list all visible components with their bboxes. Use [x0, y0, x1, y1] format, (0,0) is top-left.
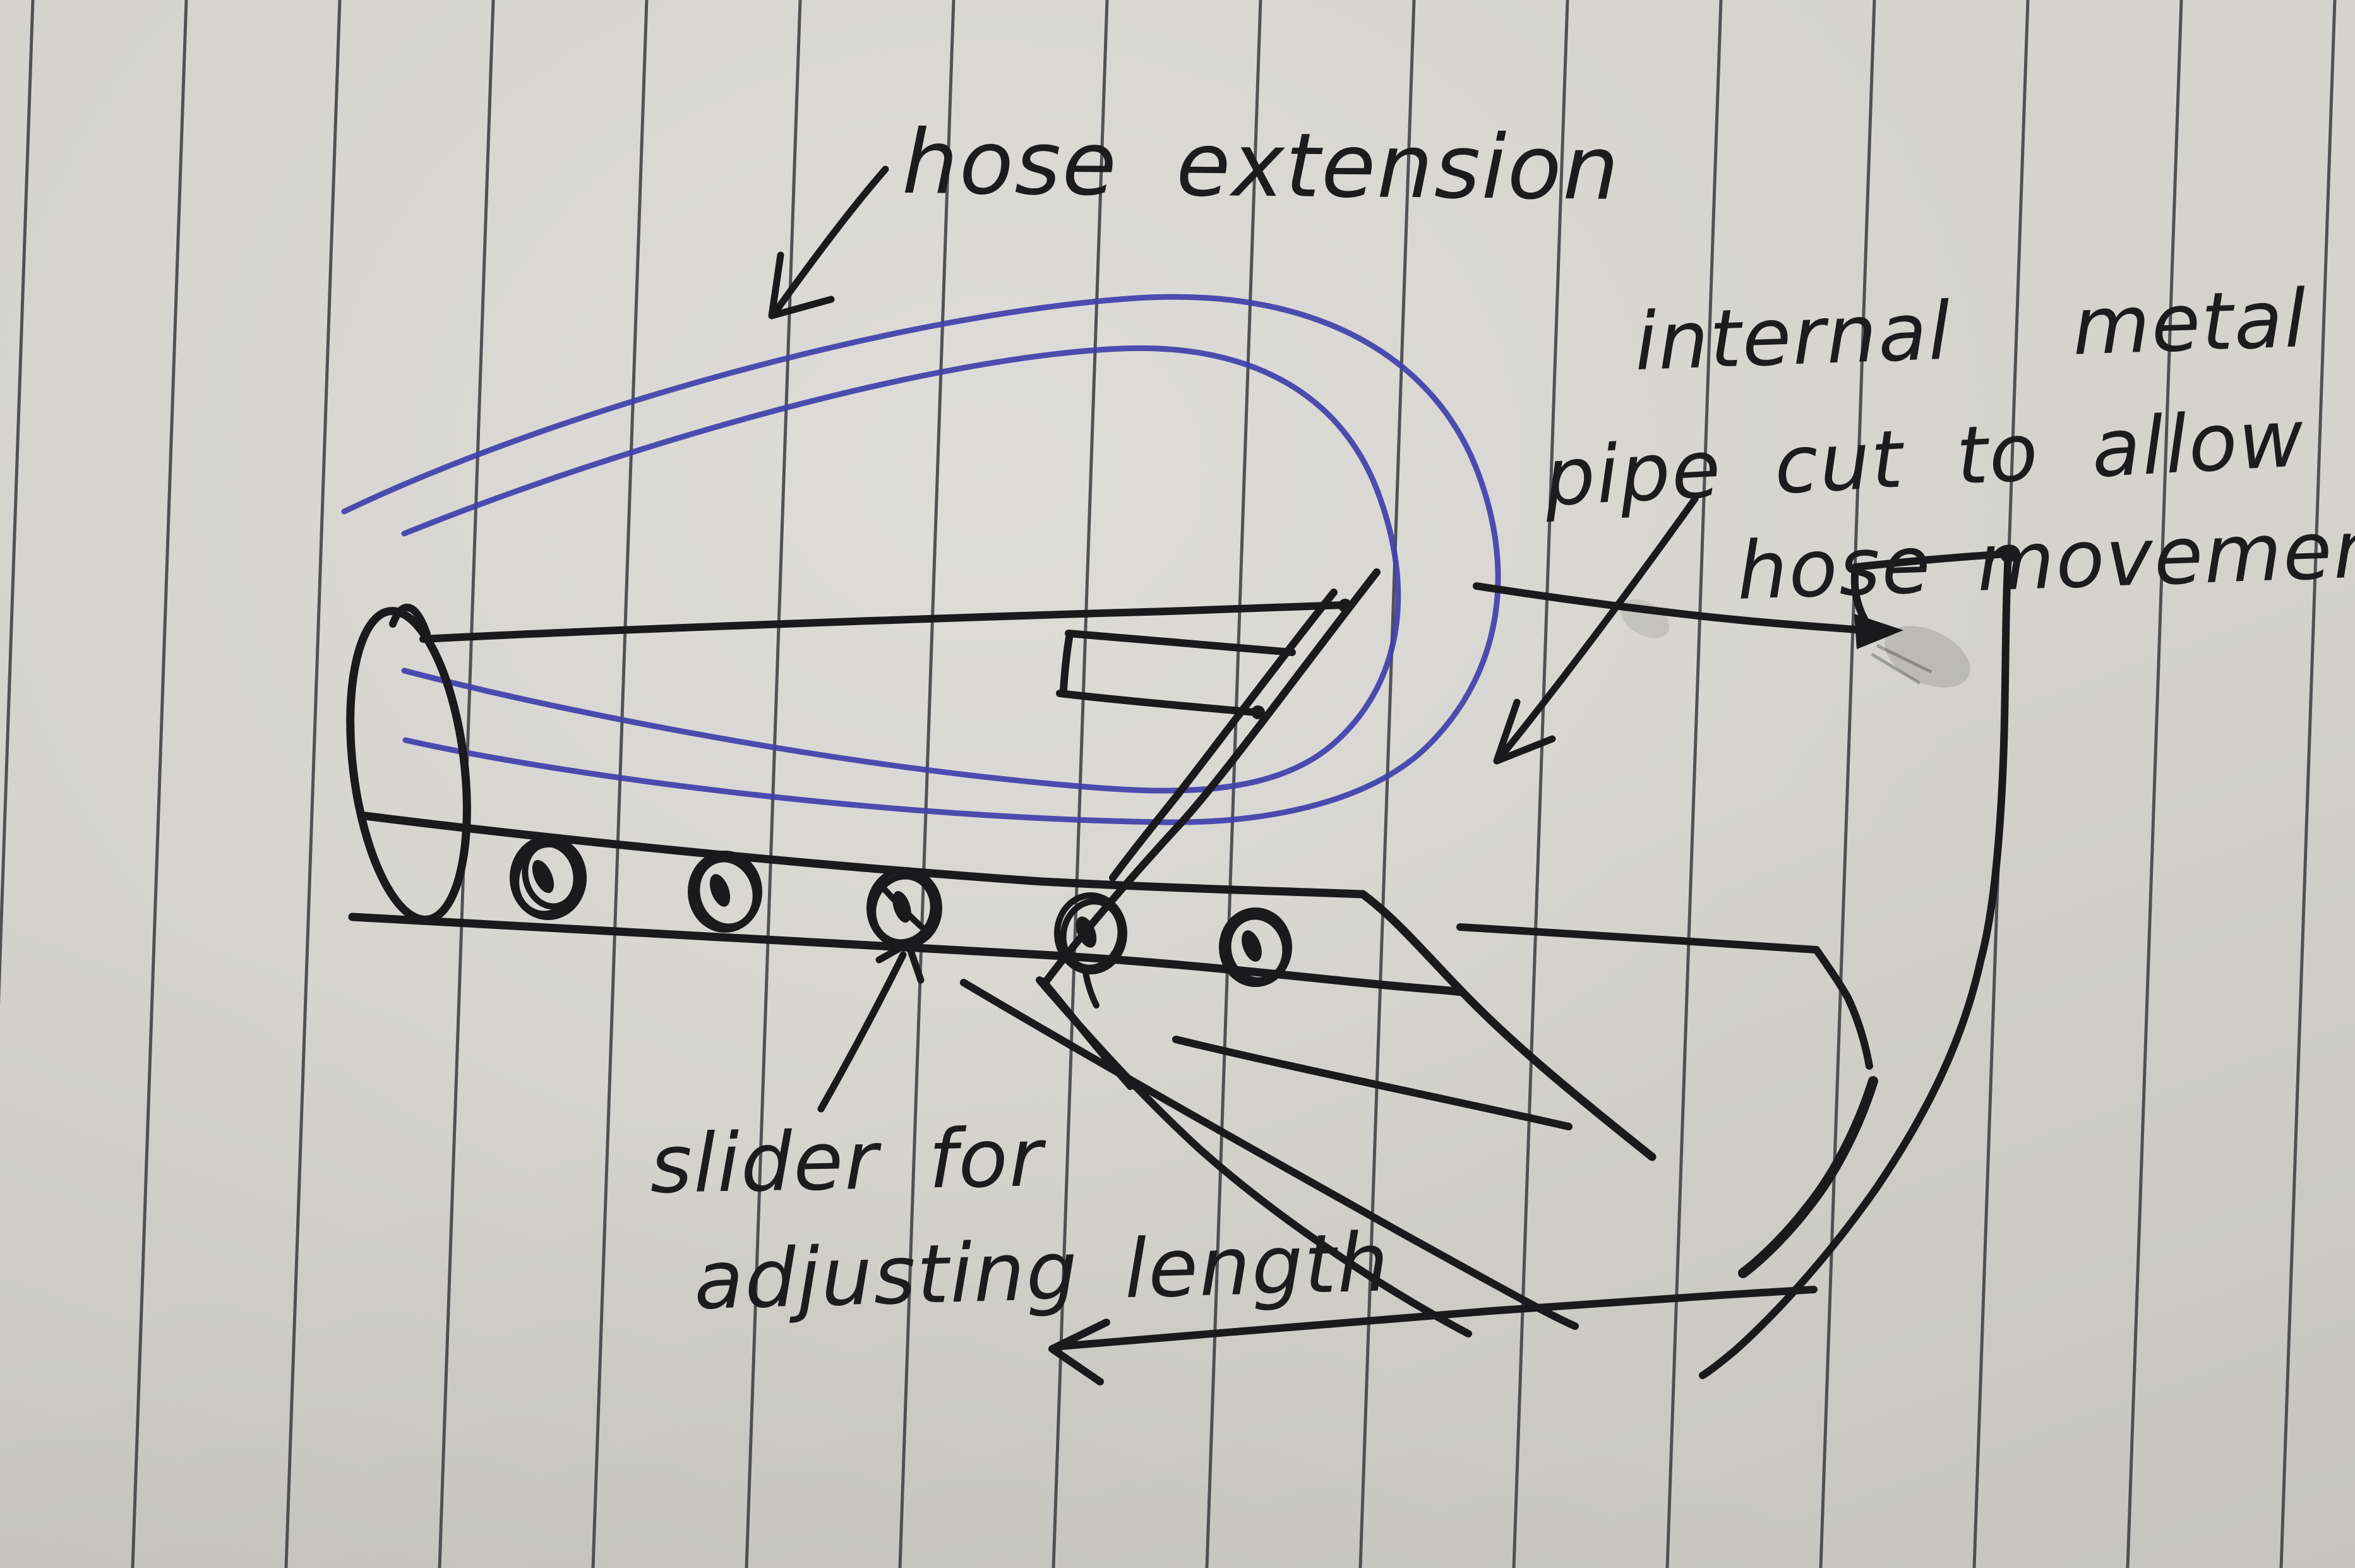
cut-slot-diagonal-2	[1109, 589, 1338, 882]
slider-label-line1: slider for	[649, 1111, 1048, 1212]
lower-tube-edge-2	[1036, 976, 1472, 1338]
outer-tube-end-cap	[346, 604, 471, 924]
hose-inner-line	[401, 345, 1401, 794]
slider-strip	[348, 811, 1657, 1161]
handle-grip	[1699, 546, 2016, 1379]
handle-outline	[1699, 550, 2012, 1379]
slider-hole-4	[1054, 892, 1127, 1008]
lower-tube-edge-1	[960, 979, 1579, 1330]
slider-hole-3	[866, 867, 942, 949]
internal-pipe-arrow	[1493, 495, 1699, 765]
internal-pipe-label-line2: pipe cut to allow	[1542, 392, 2307, 524]
slider-hole-5	[1219, 907, 1292, 987]
slider-label-line2: adjusting length	[693, 1216, 1391, 1328]
slider-strip-top-line	[361, 811, 1657, 1161]
slider-strip-bottom-line	[348, 913, 1466, 996]
slider-hole-2	[688, 851, 762, 933]
hose-outer-line	[341, 294, 1501, 825]
tube-top-line	[419, 601, 1348, 643]
hose-extension-arrow	[768, 165, 889, 320]
lower-telescoping-tube	[960, 923, 1878, 1385]
ink-smudges	[1621, 599, 1970, 688]
hose-extension-loop	[341, 294, 1501, 825]
slider-hole-1	[510, 835, 587, 920]
slider-holes	[510, 835, 1292, 1008]
hose-extension-label: hose extension	[902, 111, 1621, 220]
bottom-arrow-line	[1056, 1286, 1818, 1350]
internal-pipe-label: internal metal pipe cut to allow hose mo…	[1542, 272, 2355, 618]
internal-pipe-label-line3: hose movement	[1735, 501, 2355, 618]
pipe-to-handle-line	[1473, 582, 1877, 635]
right-arrowhead-blob	[1854, 614, 1903, 649]
slider-arrow	[817, 940, 925, 1113]
bottom-arrowhead	[1048, 1319, 1110, 1385]
slider-label: slider for adjusting length	[649, 1111, 1391, 1328]
internal-pipe-label-line1: internal metal	[1633, 272, 2309, 388]
internal-metal-pipe-cut-slot	[1040, 568, 1381, 1090]
